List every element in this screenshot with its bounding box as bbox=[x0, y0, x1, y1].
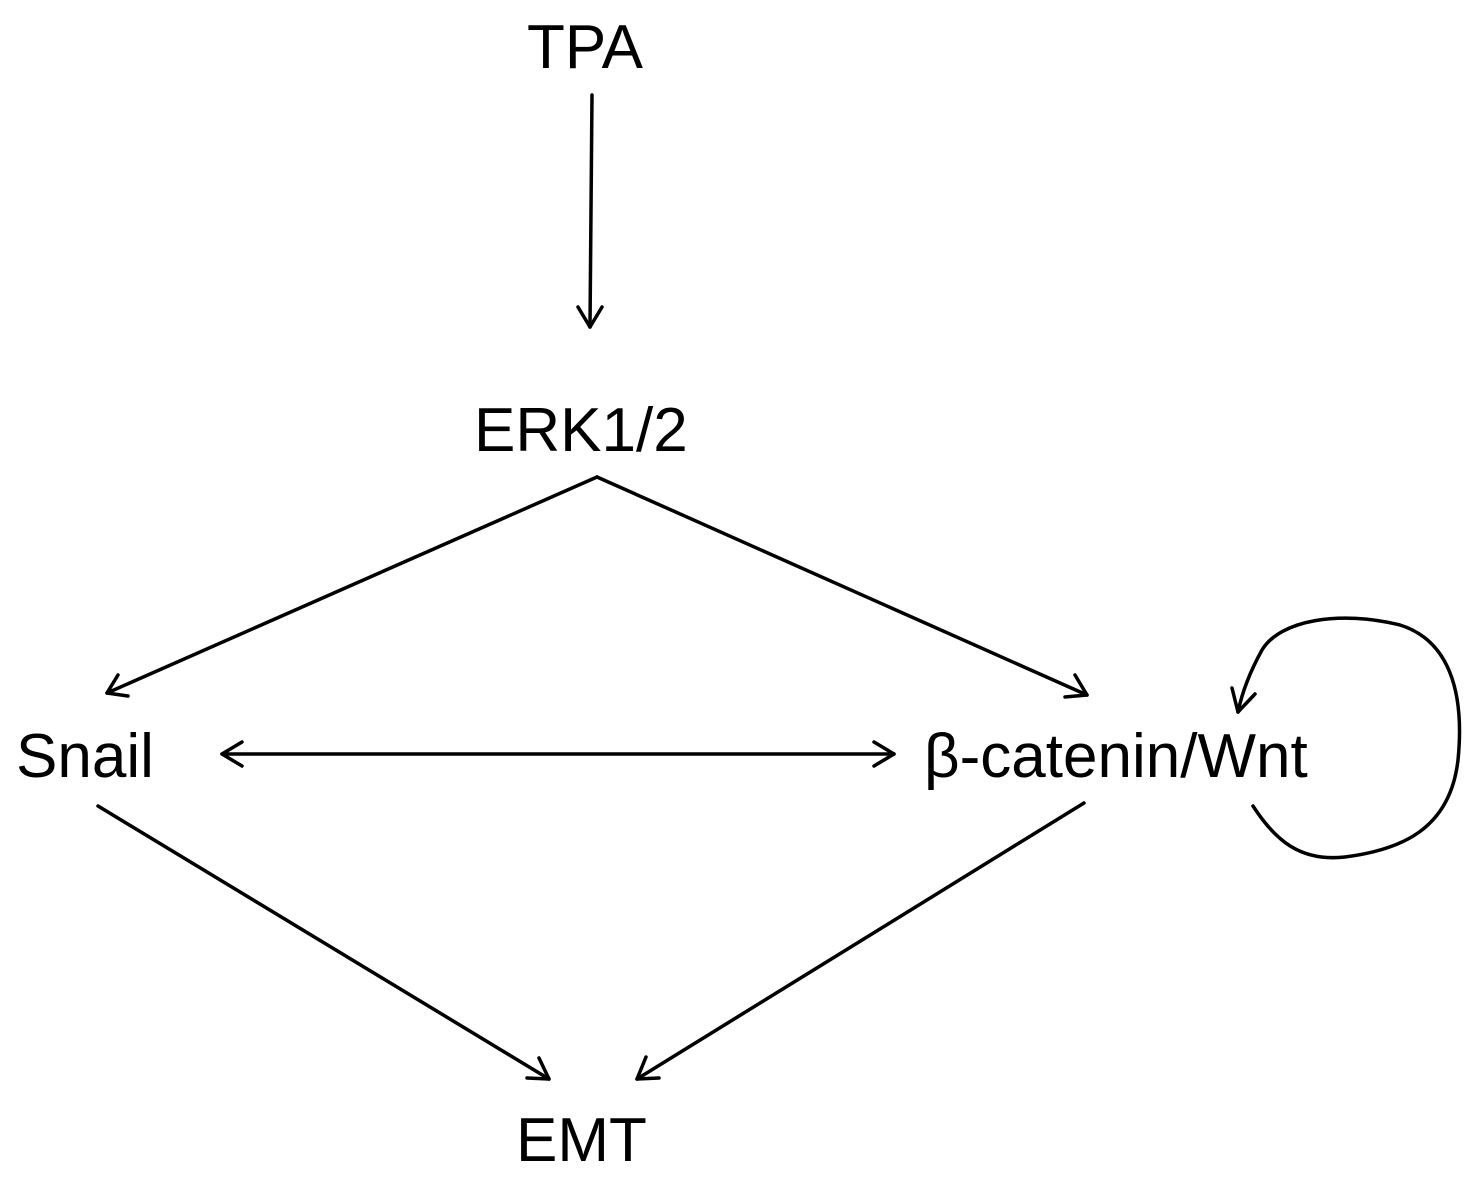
edge-beta-catenin-self-loop bbox=[1230, 616, 1462, 860]
node-erk: ERK1/2 bbox=[474, 396, 688, 465]
edge-erk-beta-catenin bbox=[595, 475, 1089, 699]
node-beta-catenin: β-catenin/Wnt bbox=[924, 722, 1308, 791]
edge-snail-beta-catenin bbox=[220, 740, 896, 768]
edge-snail-emt bbox=[96, 804, 551, 1081]
node-tpa: TPA bbox=[527, 13, 643, 82]
edge-tpa-erk bbox=[576, 93, 604, 329]
node-emt: EMT bbox=[516, 1106, 647, 1175]
edge-beta-catenin-emt bbox=[635, 801, 1086, 1081]
edge-erk-snail bbox=[105, 475, 599, 698]
node-snail: Snail bbox=[16, 722, 154, 791]
